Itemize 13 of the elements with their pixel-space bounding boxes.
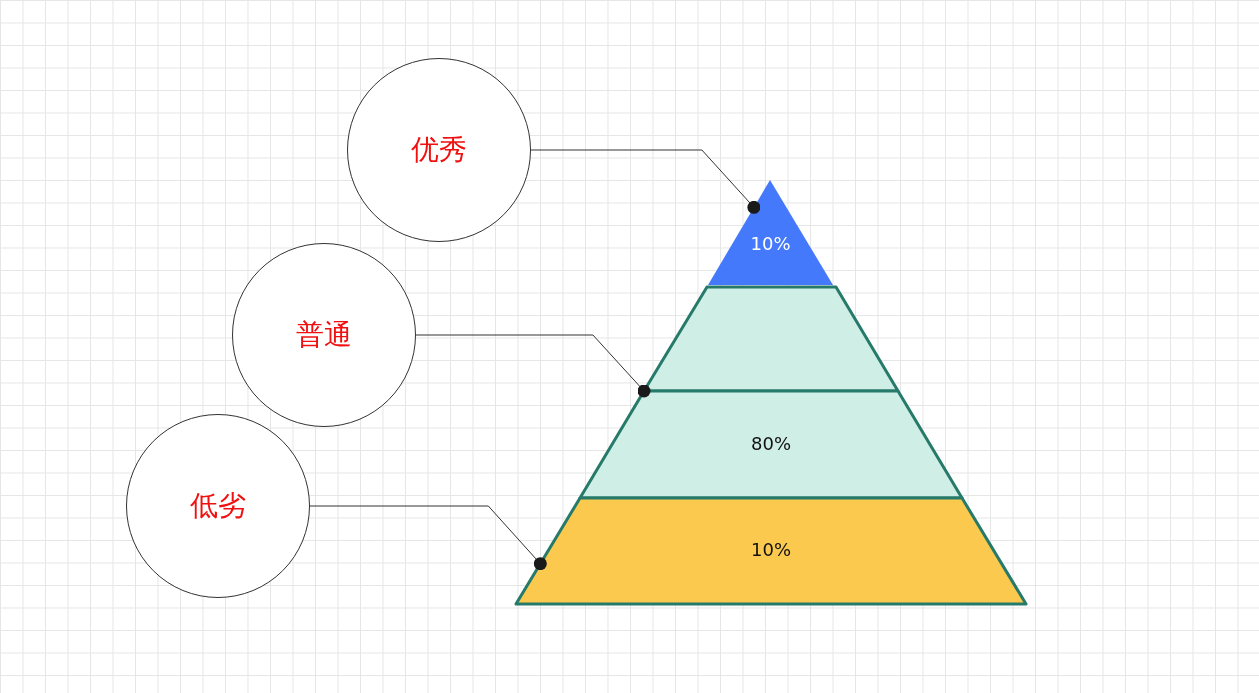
pyramid-layer (644, 287, 898, 391)
category-label: 普通 (296, 317, 352, 353)
pyramid-top-layer (708, 180, 833, 285)
category-label: 优秀 (411, 132, 467, 168)
category-label: 低劣 (190, 488, 246, 524)
leader-line (415, 334, 651, 398)
percentage-label: 10% (750, 232, 791, 254)
pyramid-layer (516, 498, 1026, 604)
percentage-label: 10% (751, 539, 791, 560)
leader-line (309, 505, 547, 571)
leader-line (530, 149, 761, 214)
percentage-label: 80% (751, 432, 791, 454)
pyramid-layer (580, 391, 962, 498)
